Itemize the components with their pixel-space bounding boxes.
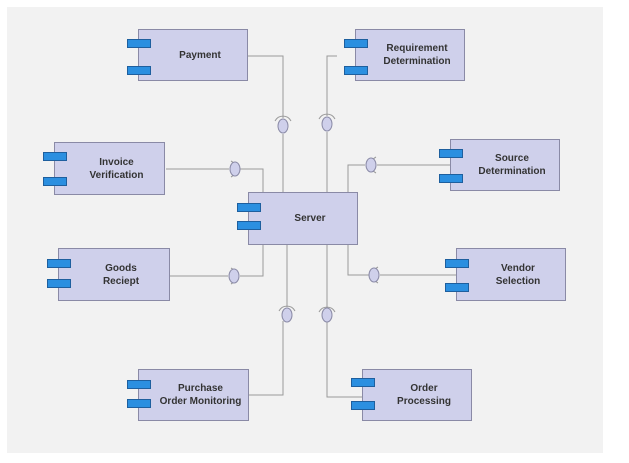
socket-requirement xyxy=(318,113,336,120)
component-label: Goods Reciept xyxy=(102,262,140,287)
connector-payment xyxy=(248,55,284,118)
component-label: Vendor Selection xyxy=(495,262,541,287)
connector-goods-server xyxy=(240,245,264,277)
port-icon xyxy=(237,221,261,230)
port-icon xyxy=(439,149,463,158)
component-label: Payment xyxy=(179,49,221,61)
port-icon xyxy=(344,39,368,48)
component-label: Server xyxy=(294,213,326,224)
connector-invoice-server xyxy=(240,168,264,192)
port-icon xyxy=(43,152,67,161)
ball-goods xyxy=(228,268,240,284)
component-payment[interactable]: Payment xyxy=(127,29,248,81)
socket-order xyxy=(318,306,336,313)
port-icon xyxy=(47,279,71,288)
port-icon xyxy=(43,177,67,186)
component-label: Requirement Determination xyxy=(383,43,451,67)
component-label: Source Determination xyxy=(478,153,546,177)
connector-vendor-server xyxy=(347,245,369,276)
port-icon xyxy=(127,399,151,408)
port-icon xyxy=(351,401,375,410)
component-requirement-determination[interactable]: Requirement Determination xyxy=(344,29,465,81)
connector-requirement xyxy=(326,55,337,116)
component-label: Order Processing xyxy=(397,383,451,407)
ball-payment xyxy=(277,118,289,134)
component-vendor-selection[interactable]: Vendor Selection xyxy=(445,248,566,301)
component-purchase-order-monitoring[interactable]: Purchase Order Monitoring xyxy=(127,369,249,421)
port-icon xyxy=(237,203,261,212)
ball-requirement xyxy=(321,116,333,132)
component-order-processing[interactable]: Order Processing xyxy=(351,369,472,421)
socket-purchase xyxy=(278,305,296,312)
socket-payment xyxy=(274,115,292,122)
port-icon xyxy=(344,66,368,75)
port-icon xyxy=(445,283,469,292)
port-icon xyxy=(439,174,463,183)
connector-purchase xyxy=(249,321,284,396)
connector-order xyxy=(326,322,362,398)
ball-invoice xyxy=(229,161,241,177)
port-icon xyxy=(127,380,151,389)
port-icon xyxy=(127,39,151,48)
component-goods-reciept[interactable]: Goods Reciept xyxy=(47,248,170,301)
component-label: Invoice Verification xyxy=(89,156,144,181)
ball-vendor xyxy=(368,267,380,283)
component-invoice-verification[interactable]: Invoice Verification xyxy=(43,142,165,195)
component-source-determination[interactable]: Source Determination xyxy=(439,139,560,191)
port-icon xyxy=(351,378,375,387)
ball-order xyxy=(321,307,333,323)
component-label: Purchase Order Monitoring xyxy=(159,383,242,407)
port-icon xyxy=(47,259,71,268)
connector-source-server xyxy=(347,164,365,192)
port-icon xyxy=(445,259,469,268)
ball-source xyxy=(365,157,377,173)
port-icon xyxy=(127,66,151,75)
component-server[interactable]: Server xyxy=(237,192,358,245)
ball-purchase xyxy=(281,307,293,323)
